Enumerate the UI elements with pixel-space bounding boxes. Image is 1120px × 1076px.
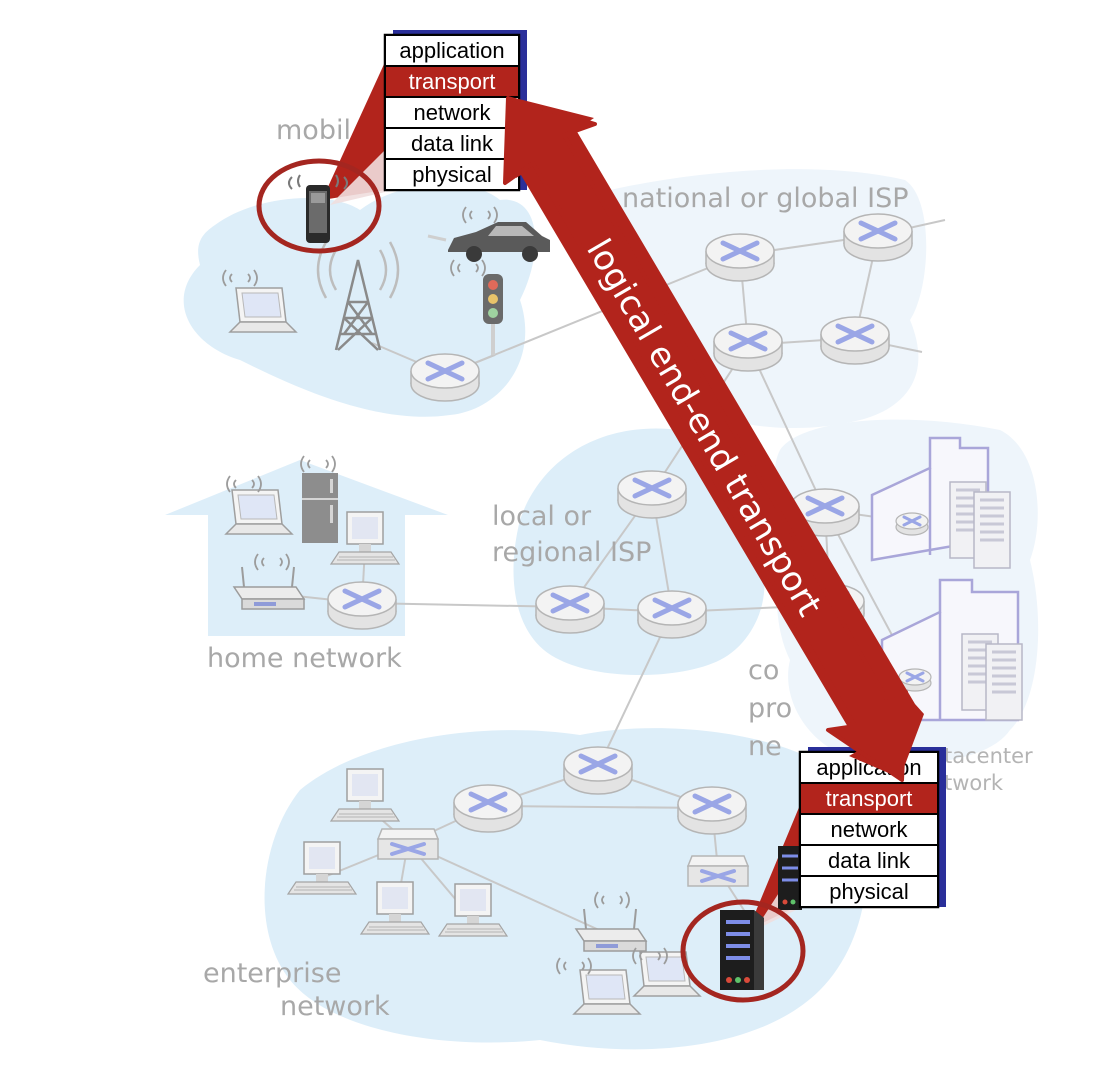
layer-label-data-link: data link (828, 848, 911, 873)
global-isp-label: national or global ISP (622, 183, 909, 214)
local-isp-label-line2: regional ISP (492, 537, 651, 568)
layer-row-application (384, 34, 520, 67)
content-provider-label-line3: ne (748, 731, 782, 762)
server-rack-icon (984, 642, 1024, 722)
router-icon (638, 591, 706, 638)
router-icon (844, 214, 912, 261)
layer-label-physical: physical (412, 162, 491, 187)
layer-label-transport: transport (409, 69, 496, 94)
server-host-highlight (680, 805, 806, 1003)
switch-icon (376, 827, 440, 861)
local-isp-label-line1: local or (492, 501, 592, 532)
cell-tower-icon (316, 241, 400, 351)
datacenter-devices (791, 436, 1024, 722)
router-icon (678, 787, 746, 834)
host-highlight-ring (256, 158, 382, 254)
region-labels: mobil national or global ISP local or re… (203, 115, 1033, 1022)
layer-label-network: network (830, 817, 908, 842)
layer-row-transport (384, 65, 520, 98)
layer-row-physical (799, 875, 939, 908)
server-icon (778, 846, 802, 910)
protocol-stack-top: application transport network data link phys… (383, 30, 527, 192)
router-icon (536, 586, 604, 633)
layer-row-data-link (799, 844, 939, 877)
layer-row-network (384, 96, 520, 129)
layer-label-transport: transport (826, 786, 913, 811)
server-icon (720, 910, 764, 990)
router-icon (714, 324, 782, 371)
host-highlight-ring (680, 899, 806, 1003)
server-rack-icon (972, 490, 1012, 570)
router-icon (411, 354, 479, 401)
layer-label-network: network (413, 100, 491, 125)
traffic-light-icon (483, 274, 503, 355)
mobile-host-highlight (256, 62, 385, 254)
content-provider-label-line1: co (748, 655, 779, 686)
layer-label-physical: physical (829, 879, 908, 904)
refrigerator-icon (302, 473, 338, 543)
datacenter-label-line1: tacenter (944, 744, 1033, 768)
router-icon (706, 234, 774, 281)
router-icon (821, 317, 889, 364)
enterprise-label-line1: enterprise (203, 958, 341, 989)
router-icon (618, 471, 686, 518)
mobile-network-devices (222, 206, 550, 401)
home-network-label: home network (207, 643, 402, 674)
router-icon (454, 785, 522, 832)
router-icon (564, 747, 632, 794)
datacenter-label-line2: twork (944, 771, 1004, 795)
router-icon (328, 582, 396, 629)
layer-row-network (799, 813, 939, 846)
layer-row-data-link (384, 127, 520, 160)
layer-label-data-link: data link (411, 131, 494, 156)
smartphone-icon (288, 174, 348, 243)
callout-pointer-shine (330, 150, 385, 205)
layer-label-application: application (399, 38, 504, 63)
enterprise-label-line2: network (280, 991, 390, 1022)
mobile-network-cloud (183, 183, 536, 417)
home-network-devices (225, 455, 400, 629)
double-arrow-shape-fill (503, 96, 908, 782)
layer-row-physical (384, 158, 520, 191)
mobile-network-label: mobil (276, 115, 351, 146)
router-icon (894, 511, 930, 537)
car-icon (427, 222, 550, 262)
switch-icon (686, 854, 750, 888)
content-provider-label-line2: pro (748, 693, 792, 724)
